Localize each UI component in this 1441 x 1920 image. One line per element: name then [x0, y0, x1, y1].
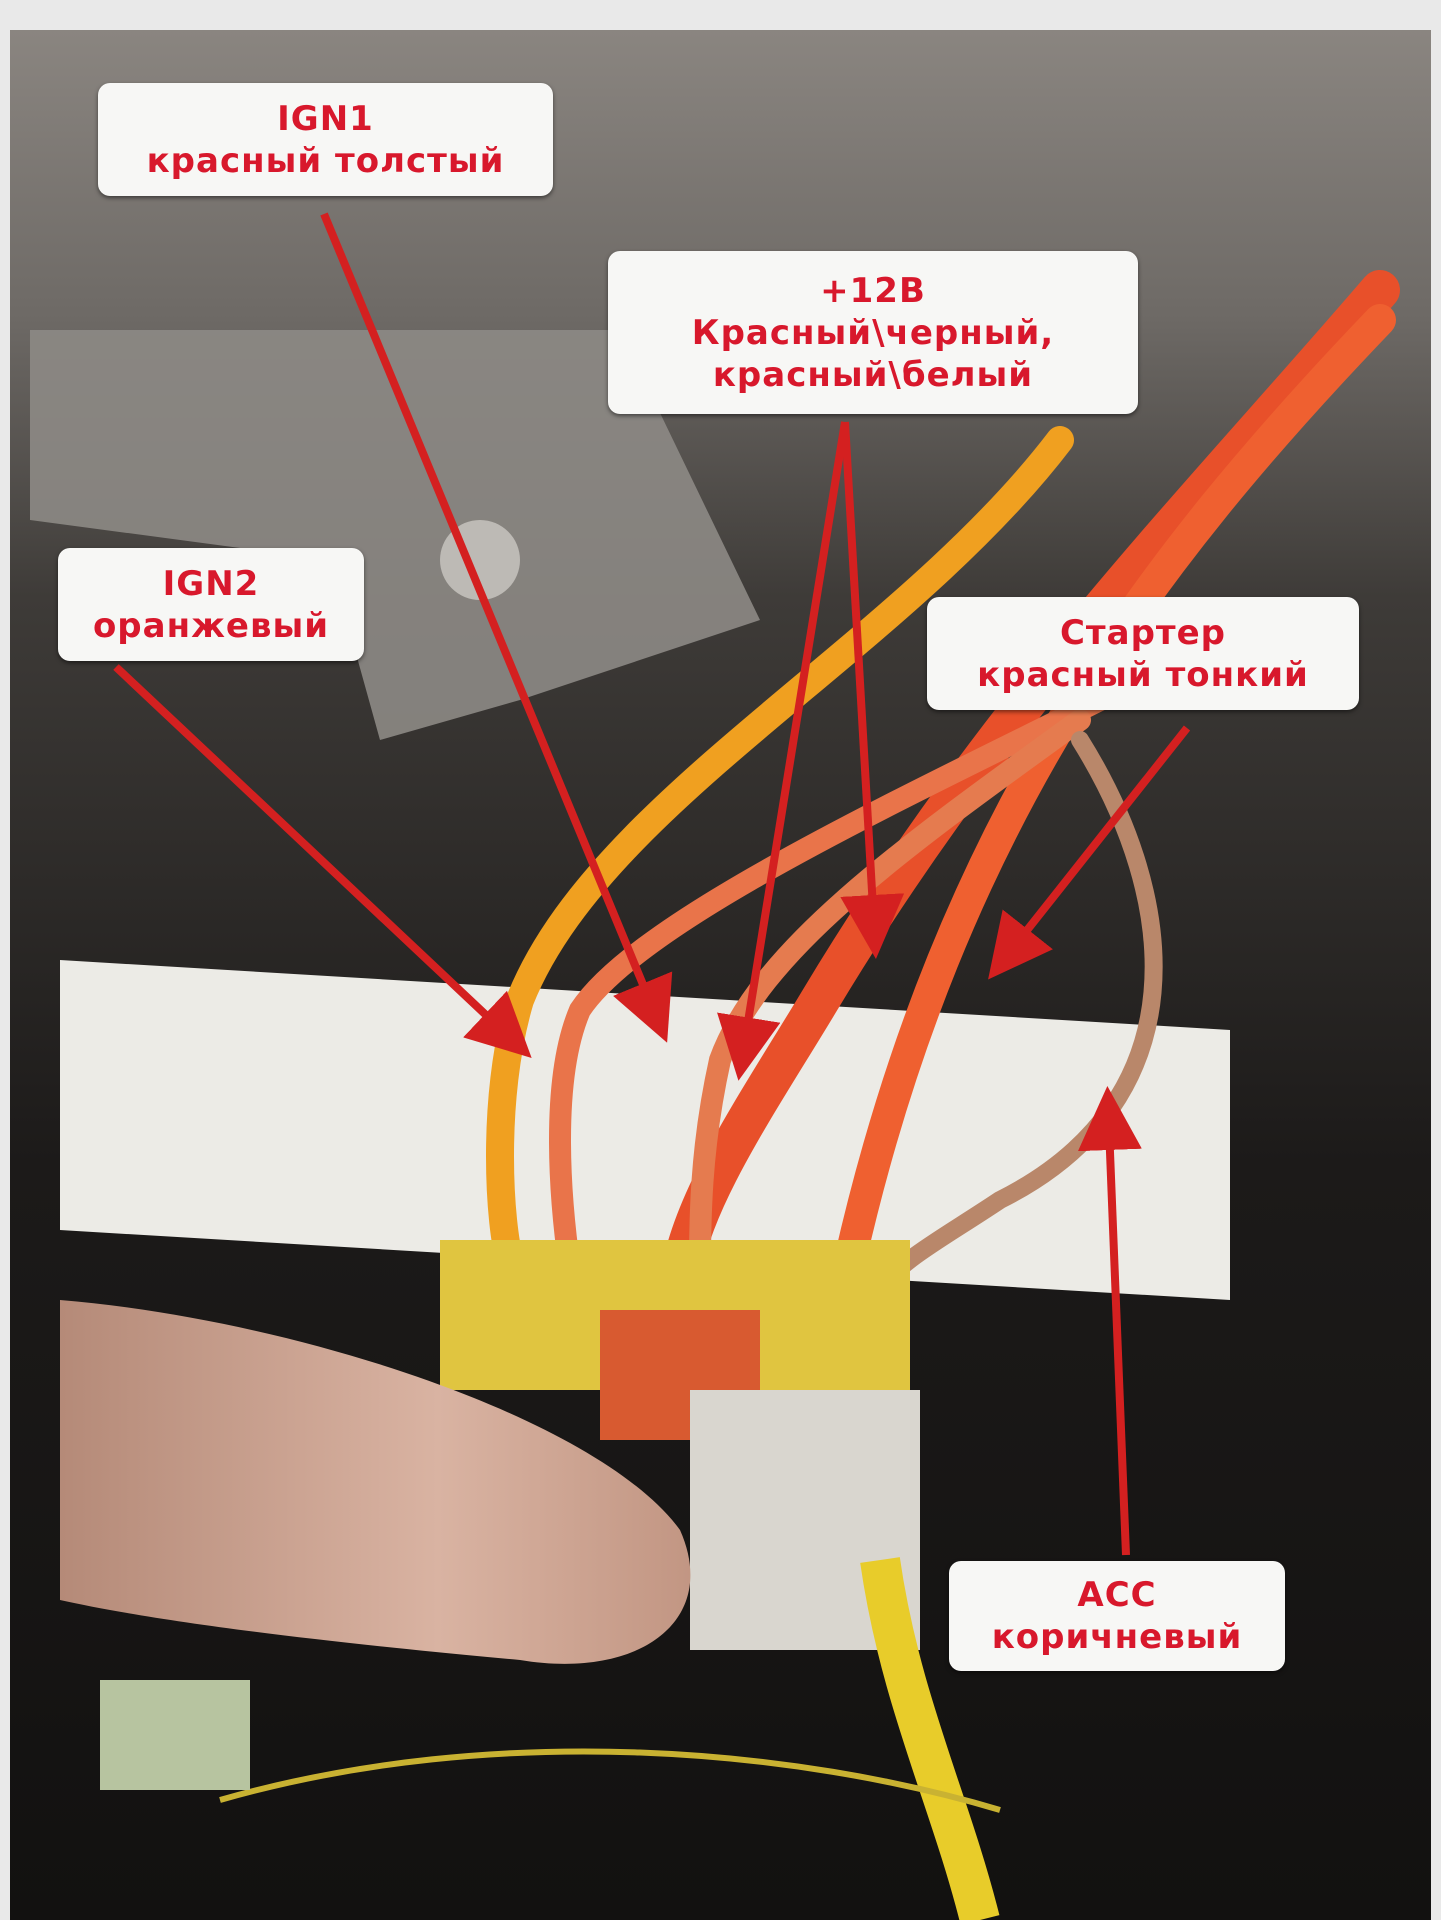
label-12v: +12В Красный\черный, красный\белый [608, 251, 1138, 414]
arrow-12v-b [840, 421, 905, 959]
label-ign2: IGN2 оранжевый [58, 548, 364, 661]
arrow-12v-a [717, 421, 849, 1081]
arrow-acc [1077, 1086, 1142, 1556]
arrow-ign2 [113, 664, 532, 1058]
label-starter-desc: красный тонкий [977, 654, 1309, 695]
label-ign1-desc: красный толстый [146, 140, 505, 181]
label-12v-desc1: Красный\черный, [691, 312, 1055, 353]
label-acc-desc: коричневый [991, 1617, 1243, 1657]
label-ign1: IGN1 красный толстый [98, 83, 553, 196]
label-starter: Стартер красный тонкий [927, 597, 1359, 710]
green-clip [100, 1680, 250, 1790]
thin-yellow-wire [219, 1748, 1001, 1813]
label-12v-desc2: красный\белый [712, 354, 1034, 395]
label-ign2-title: IGN2 [162, 563, 260, 604]
label-ign1-title: IGN1 [277, 98, 374, 139]
finger [60, 1300, 691, 1664]
label-acc-title: ACC [1077, 1575, 1157, 1615]
yellow-corrugated-tube [860, 1557, 1000, 1920]
label-ign2-desc: оранжевый [92, 605, 330, 646]
metal-bracket [30, 330, 760, 740]
label-12v-title: +12В [820, 270, 926, 311]
arrow-ign1 [320, 212, 673, 1043]
label-starter-title: Стартер [1059, 612, 1227, 653]
label-acc: ACC коричневый [949, 1561, 1285, 1671]
arrow-starter [988, 725, 1191, 980]
wire-bundle [486, 270, 1400, 1300]
white-foam [60, 960, 1230, 1300]
